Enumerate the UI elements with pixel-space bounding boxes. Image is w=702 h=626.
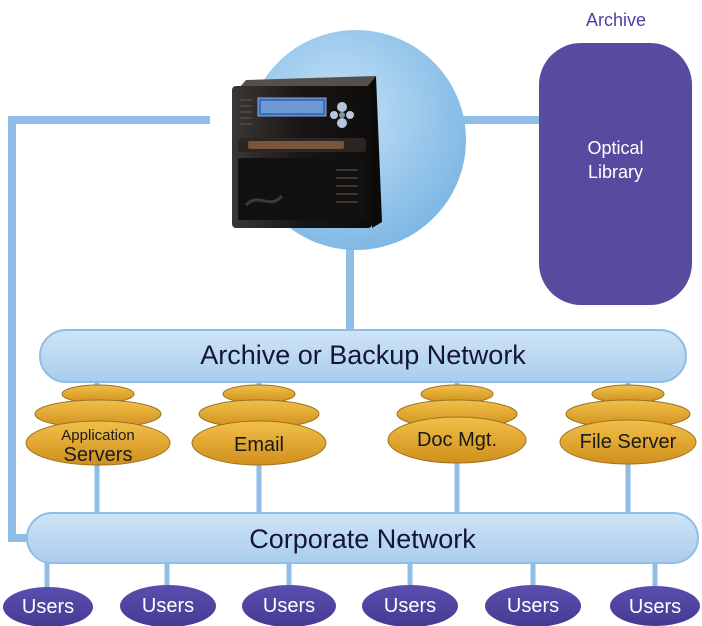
users-label-5: Users: [506, 595, 560, 617]
users-label-4: Users: [383, 595, 437, 617]
optical-library-line2: Library: [587, 162, 644, 182]
user-oval-3: [242, 585, 336, 626]
user-ovals: [3, 585, 700, 626]
server-label-email: Email: [233, 434, 284, 456]
user-oval-1: [3, 587, 93, 626]
server-stack-application: [25, 384, 171, 466]
backup-network-label: Archive or Backup Network: [200, 340, 526, 370]
server-label-application-line2: Servers: [63, 444, 133, 466]
users-label-3: Users: [262, 595, 316, 617]
users-label-2: Users: [141, 595, 195, 617]
corporate-network-bar: [26, 512, 699, 564]
backup-network-bar: [39, 329, 687, 383]
user-oval-6: [610, 586, 700, 626]
optical-library-label: Optical Library: [550, 136, 681, 184]
server-label-application-line1: Application: [61, 427, 135, 444]
server-stack-email: [191, 384, 327, 466]
optical-library-shape: [539, 43, 692, 305]
corporate-network-label: Corporate Network: [249, 524, 476, 554]
user-oval-2: [120, 585, 216, 626]
server-stack-docmgt: [387, 384, 527, 464]
server-label-application: Application Servers: [28, 427, 168, 467]
server-label-docmgt: Doc Mgt.: [416, 429, 498, 451]
users-label-1: Users: [21, 596, 75, 618]
server-stack-fileserver: [559, 384, 697, 465]
user-drop-lines: [44, 560, 658, 590]
archive-label: Archive: [585, 10, 647, 30]
server-label-fileserver: File Server: [579, 431, 677, 453]
user-oval-5: [485, 585, 581, 626]
optical-drive-server-icon: [232, 76, 382, 228]
server-drop-lines: [94, 370, 631, 515]
user-oval-4: [362, 585, 458, 626]
optical-library-line1: Optical: [587, 138, 644, 158]
users-label-6: Users: [628, 596, 682, 618]
